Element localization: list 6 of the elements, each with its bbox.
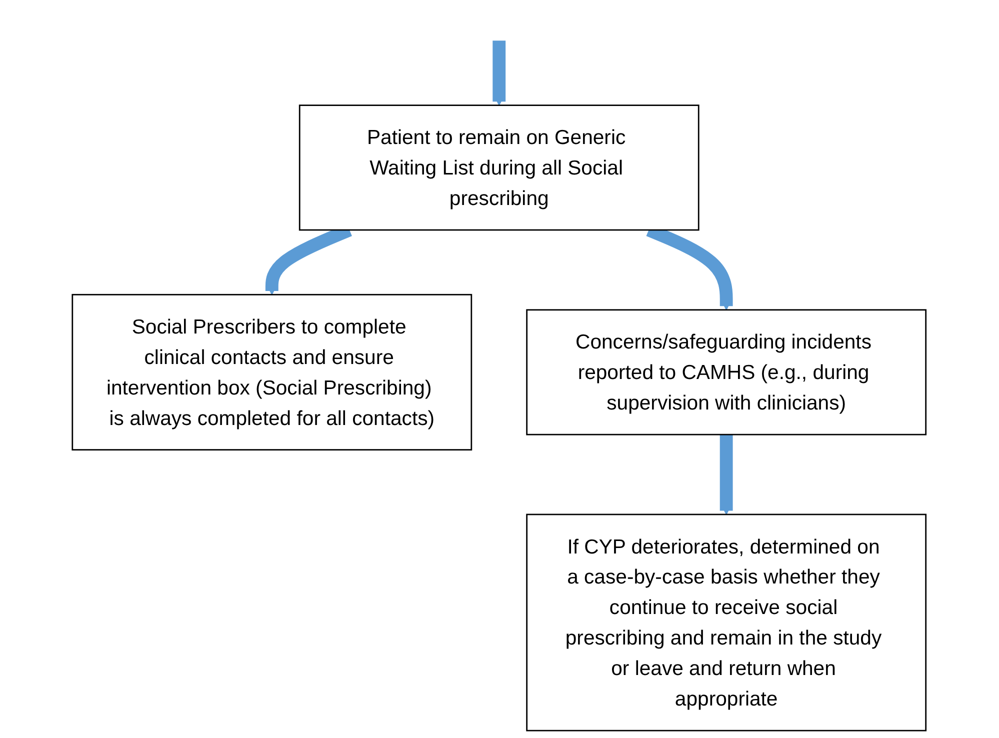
arrow	[720, 434, 734, 515]
node-box: If CYP deteriorates, determined on a case-by-case basis whether they continue to receive social prescribing and remain in the study or leave and return when appropriate	[526, 514, 927, 732]
node-box: Social Prescribers to complete clinical contacts and ensure intervention box (Social Prescribing) is always completed for all contacts)	[72, 294, 472, 450]
arrow	[493, 40, 506, 106]
node-box: Patient to remain on Generic Waiting List during all Social prescribing	[299, 104, 700, 231]
node-box: Concerns/safeguarding incidents reported to CAMHS (e.g., during supervision with clinicians)	[526, 309, 927, 436]
